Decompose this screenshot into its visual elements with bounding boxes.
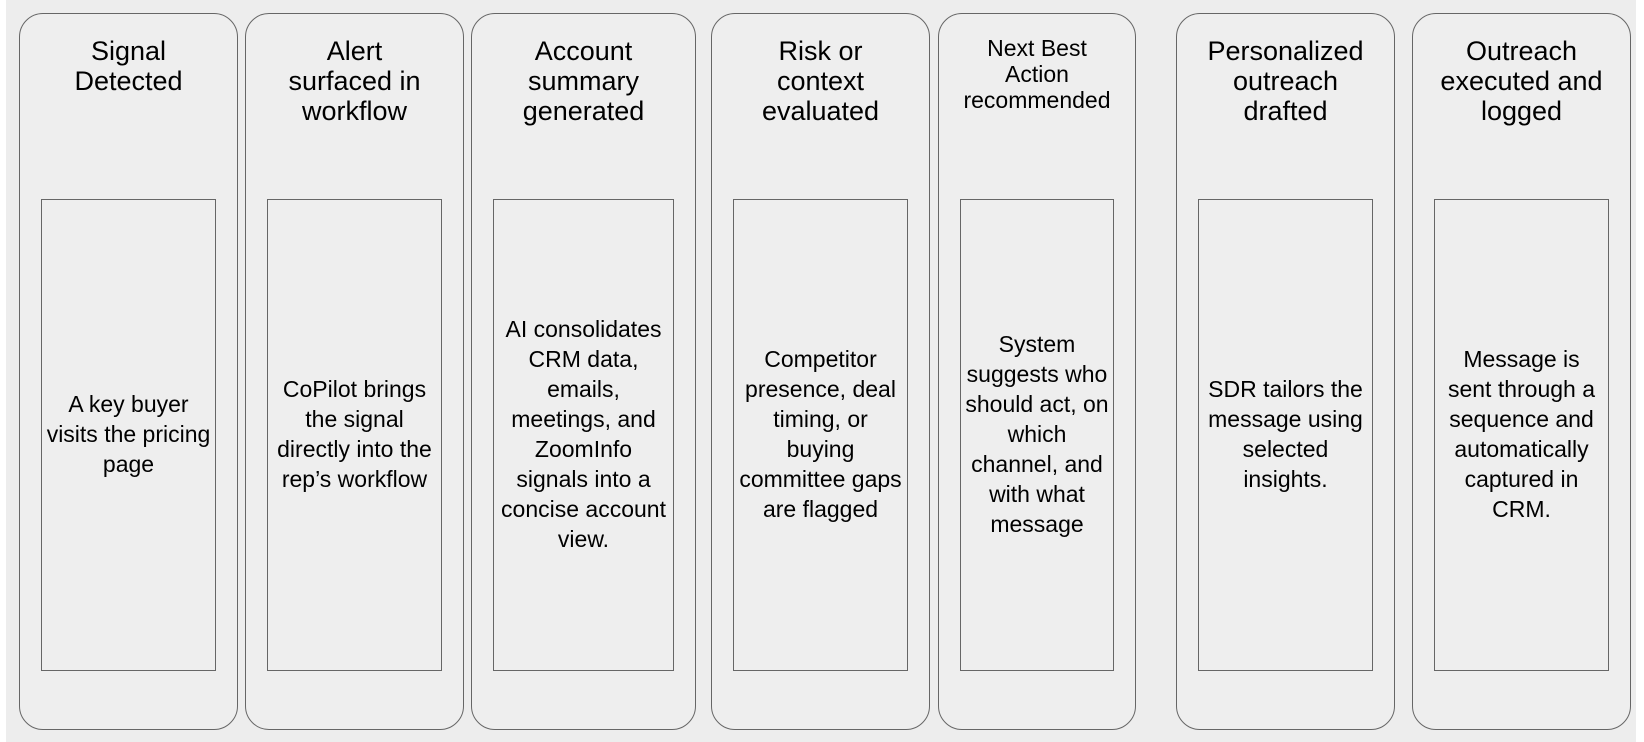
flow-step-body-text-6: SDR tailors the message using selected i…	[1208, 376, 1363, 492]
flow-step-card-2[interactable]: Alert surfaced in workflow CoPilot bring…	[245, 13, 464, 730]
flow-step-card-3[interactable]: Account summary generated AI consolidate…	[471, 13, 696, 730]
flow-step-title-7: Outreach executed and logged	[1440, 36, 1603, 127]
flow-step-body-text-7: Message is sent through a sequence and a…	[1447, 346, 1596, 522]
flow-step-card-4[interactable]: Risk or context evaluated Competitor pre…	[711, 13, 930, 730]
flow-step-body-text-2: CoPilot brings the signal directly into …	[277, 376, 432, 492]
flow-step-body-box-1[interactable]: A key buyer visits the pricing page	[41, 199, 216, 671]
flow-step-title-3: Account summary generated	[522, 36, 645, 127]
flow-step-title-5: Next Best Action recommended	[963, 35, 1111, 113]
flow-step-body-box-2[interactable]: CoPilot brings the signal directly into …	[267, 199, 442, 671]
flow-step-card-6[interactable]: Personalized outreach drafted SDR tailor…	[1176, 13, 1395, 730]
flow-step-card-7[interactable]: Outreach executed and logged Message is …	[1412, 13, 1631, 730]
flow-step-card-1[interactable]: Signal Detected A key buyer visits the p…	[19, 13, 238, 730]
flow-step-body-text-4: Competitor presence, deal timing, or buy…	[739, 346, 902, 522]
flow-step-card-5[interactable]: Next Best Action recommended System sugg…	[938, 13, 1136, 730]
flow-step-body-text-3: AI consolidates CRM data, emails, meetin…	[501, 316, 666, 552]
flow-step-body-box-5[interactable]: System suggests who should act, on which…	[960, 199, 1114, 671]
flow-step-body-text-1: A key buyer visits the pricing page	[46, 391, 211, 477]
flow-step-title-2: Alert surfaced in workflow	[288, 36, 421, 127]
flow-step-title-1: Signal Detected	[74, 36, 183, 97]
right-page-gutter	[1636, 0, 1644, 742]
flow-step-body-box-6[interactable]: SDR tailors the message using selected i…	[1198, 199, 1373, 671]
flow-step-body-box-7[interactable]: Message is sent through a sequence and a…	[1434, 199, 1609, 671]
flow-step-body-box-3[interactable]: AI consolidates CRM data, emails, meetin…	[493, 199, 674, 671]
flow-step-title-6: Personalized outreach drafted	[1207, 36, 1364, 127]
flow-step-title-4: Risk or context evaluated	[761, 36, 880, 127]
flow-step-body-box-4[interactable]: Competitor presence, deal timing, or buy…	[733, 199, 908, 671]
left-page-gutter	[0, 0, 6, 742]
flow-step-body-text-5: System suggests who should act, on which…	[965, 331, 1109, 537]
